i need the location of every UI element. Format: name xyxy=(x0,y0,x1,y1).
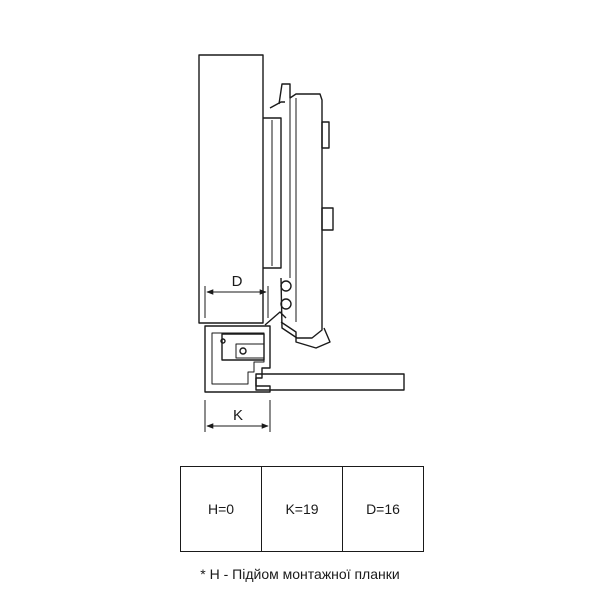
pivot-pin xyxy=(280,298,292,310)
frame-profile xyxy=(204,325,271,393)
mounting-clip xyxy=(221,333,265,361)
spec-k: K=19 xyxy=(261,466,343,552)
spec-table: H=0 K=19 D=16 xyxy=(180,466,424,552)
adjustment-screw-top xyxy=(321,121,330,149)
cabinet-side-panel xyxy=(255,373,405,391)
door-panel xyxy=(198,54,264,324)
hinge-arm xyxy=(264,83,334,349)
spec-d: D=16 xyxy=(342,466,424,552)
dimension-d xyxy=(204,286,269,318)
footnote: * H - Підйом монтажної планки xyxy=(200,566,400,582)
spec-row: H=0 K=19 D=16 xyxy=(180,466,424,552)
adjustment-screw-bottom xyxy=(321,207,334,231)
dimension-k xyxy=(204,400,271,432)
spec-h: H=0 xyxy=(180,466,262,552)
pivot-pin xyxy=(280,280,292,292)
dimension-d-label: D xyxy=(232,273,243,290)
hinge-cup xyxy=(263,117,282,269)
dimension-k-label: K xyxy=(233,407,243,424)
hinge-cross-section-drawing: D K xyxy=(198,54,405,432)
